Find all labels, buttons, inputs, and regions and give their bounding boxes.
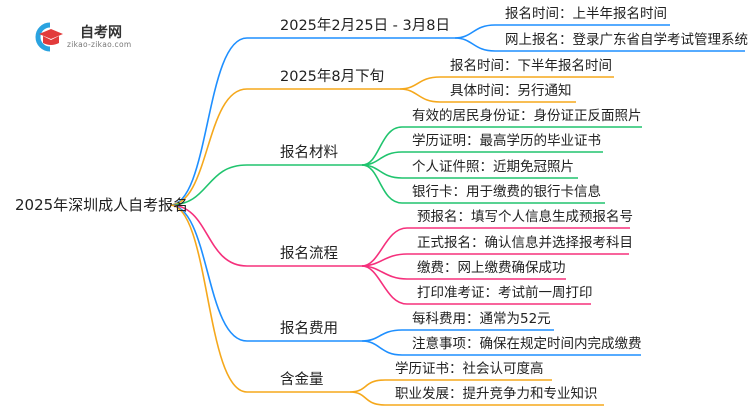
sub-branch-line xyxy=(454,24,670,39)
sub-topic[interactable]: 银行卡：用于缴费的银行卡信息 xyxy=(412,184,601,200)
branch-line xyxy=(169,204,362,342)
sub-branch-line xyxy=(361,164,605,204)
sub-topic[interactable]: 具体时间：另行通知 xyxy=(450,83,572,99)
root-topic[interactable]: 2025年深圳成人自考报名 xyxy=(15,196,189,214)
sub-topic[interactable]: 学历证明：最高学历的毕业证书 xyxy=(412,133,601,149)
sub-branch-line xyxy=(361,340,641,356)
logo xyxy=(30,22,140,52)
sub-topic[interactable]: 正式报名：确认信息并选择报考科目 xyxy=(417,235,633,251)
branch-line xyxy=(169,88,400,206)
sub-branch-line xyxy=(349,391,604,406)
sub-branch-line xyxy=(349,379,552,393)
branch-topic[interactable]: 报名流程 xyxy=(280,246,338,262)
logo-url: zikao-zikao.com xyxy=(67,40,132,49)
sub-topic[interactable]: 预报名：填写个人信息生成预报名号 xyxy=(417,209,633,225)
sub-topic[interactable]: 个人证件照：近期免冠照片 xyxy=(412,159,574,175)
branch-topic[interactable]: 报名材料 xyxy=(280,145,338,161)
sub-branch-line xyxy=(361,253,629,267)
branch-topic[interactable]: 报名费用 xyxy=(280,321,338,337)
sub-branch-line xyxy=(399,76,614,90)
branch-line xyxy=(169,204,362,267)
sub-topic[interactable]: 学历证书：社会认可度高 xyxy=(395,361,544,377)
sub-topic[interactable]: 缴费：网上缴费确保成功 xyxy=(417,260,566,276)
branch-topic[interactable]: 含金量 xyxy=(280,372,324,388)
sub-topic[interactable]: 报名时间：下半年报名时间 xyxy=(450,58,612,74)
branch-line xyxy=(169,204,350,393)
sub-topic[interactable]: 注意事项：确保在规定时间内完成缴费 xyxy=(412,336,642,352)
sub-topic[interactable]: 打印准考证：考试前一周打印 xyxy=(417,285,593,301)
sub-topic[interactable]: 有效的居民身份证：身份证正反面照片 xyxy=(412,108,642,124)
sub-branch-line xyxy=(361,126,642,166)
sub-topic[interactable]: 职业发展：提升竞争力和专业知识 xyxy=(395,386,598,402)
branch-line xyxy=(169,37,455,206)
sub-topic[interactable]: 每科费用：通常为52元 xyxy=(412,311,551,327)
sub-branch-line xyxy=(361,265,591,305)
sub-topic[interactable]: 网上报名：登录广东省自学考试管理系统 xyxy=(505,32,748,48)
graduation-cap-logo-icon xyxy=(35,22,63,52)
branch-topic[interactable]: 2025年8月下旬 xyxy=(280,69,385,85)
sub-branch-line xyxy=(454,37,745,52)
branch-line xyxy=(169,164,362,206)
sub-branch-line xyxy=(361,151,603,166)
branch-topic[interactable]: 2025年2月25日 - 3月8日 xyxy=(280,18,450,34)
sub-branch-line xyxy=(399,88,576,103)
sub-topic[interactable]: 报名时间：上半年报名时间 xyxy=(505,6,667,22)
logo-title: 自考网 xyxy=(80,25,122,41)
